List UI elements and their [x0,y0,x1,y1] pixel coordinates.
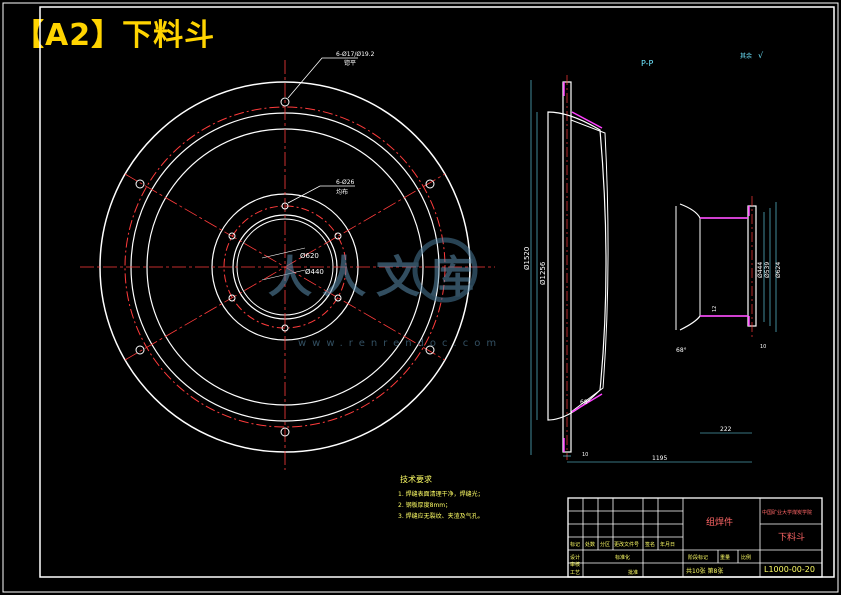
outer-bolt-holes [135,97,435,437]
section-view: P-P 其余 √ [523,51,782,463]
bolt-hole [228,294,236,302]
tb-sheet: 共10张 第8张 [686,567,723,575]
bolt-hole [280,427,290,437]
outlet-pipe [679,203,748,331]
inner-border [39,6,835,578]
bolt-hole [334,294,342,302]
label-d440: Ø440 [305,268,324,276]
bolt-hole [425,179,435,189]
tb-part-name: 下料斗 [778,531,805,543]
leader-inner-hole [287,185,355,204]
tb-col-change: 更改文件号 [614,541,639,548]
leader-d440 [261,269,306,281]
tb-standard: 标准化 [615,554,630,561]
label-d1520: Ø1520 [523,247,531,270]
bolt-hole [228,232,236,240]
surface-symbol: √ [758,51,764,60]
watermark-url: www.renrendoc.com [298,338,502,349]
tb-col-date: 年月日 [660,541,675,548]
tb-col-mark: 标记 [570,541,580,548]
title-block [567,497,823,578]
note-inner-hole: 6-Ø26 [336,179,355,186]
title-block-text: 标记 处数 分区 更改文件号 签名 年月日 设计 标准化 审核 工艺 批准 组焊… [570,509,815,576]
plan-view: 6-Ø17/Ø19.2 锪平 6-Ø26 均布 Ø620 Ø440 [80,51,495,470]
bolt-hole [135,179,145,189]
label-w-right: 10 [760,344,766,350]
bolt-hole [425,345,435,355]
document-title: 【A2】下料斗 [14,18,216,53]
label-h-small: 222 [720,426,732,433]
tb-col-count: 处数 [585,541,595,548]
leader-top-hole [287,57,358,99]
tech-req-item: 2. 钢板厚度8mm； [398,501,451,509]
watermark-text: 人人文库 [268,252,484,303]
label-small-v: 12 [712,306,718,312]
bolt-hole [280,97,290,107]
tb-col-sign: 签名 [645,541,655,548]
note-top-hole: 6-Ø17/Ø19.2 [336,51,375,58]
tb-company: 中国矿业大学煤炭学院 [762,509,812,516]
label-h-total: 1195 [652,455,667,462]
label-d539: Ø539 [764,262,771,278]
label-w-bottom: 10 [582,452,588,458]
note-inner-sub: 均布 [336,188,348,196]
watermark-ring [412,237,478,303]
tb-check: 审核 [570,561,580,568]
bolt-hole [334,232,342,240]
tb-design: 设计 [570,554,580,561]
tb-weight: 重量 [720,554,730,561]
label-angle-right: 68° [676,347,687,354]
tech-req-heading: 技术要求 [400,474,432,484]
title-block-frame [567,497,823,578]
weld-marks [563,82,750,452]
tb-approve: 批准 [628,569,638,576]
label-d624: Ø624 [775,262,782,278]
weld-mark [571,111,603,129]
surface-note: 其余 [740,52,752,60]
tb-col-zone: 分区 [600,541,610,548]
leader-d620 [261,247,306,259]
bolt-hole [135,345,145,355]
tb-process: 工艺 [570,570,580,576]
weld-mark [571,393,603,413]
tb-scale: 比例 [741,554,751,561]
bolt-hole [281,202,289,210]
label-d1256: Ø1256 [539,261,547,285]
tb-drawing-no: L1000-00-20 [764,565,815,574]
hopper-wall [547,111,607,421]
centerline-diag-2 [124,173,446,361]
watermark: 人人文库 www.renrendoc.com [268,237,502,349]
label-angle-left: 68° [580,399,591,406]
tb-stage: 阶段标记 [688,554,708,561]
bolt-hole [281,324,289,332]
section-dimensions [530,80,777,463]
hopper-wall-inner [570,119,609,413]
label-d620: Ø620 [300,252,319,260]
tb-material: 组焊件 [706,516,733,528]
section-label: P-P [641,59,654,68]
note-top-sub: 锪平 [344,59,356,67]
label-d444: Ø444 [757,262,764,278]
inner-bolt-holes [228,202,342,332]
technical-requirements: 技术要求 1. 焊缝表面清理干净，焊缝光； 2. 钢板厚度8mm； 3. 焊缝应… [398,474,484,520]
tech-req-item: 3. 焊缝应无裂纹、夹渣及气孔。 [398,512,484,520]
tech-req-item: 1. 焊缝表面清理干净，焊缝光； [398,490,484,498]
